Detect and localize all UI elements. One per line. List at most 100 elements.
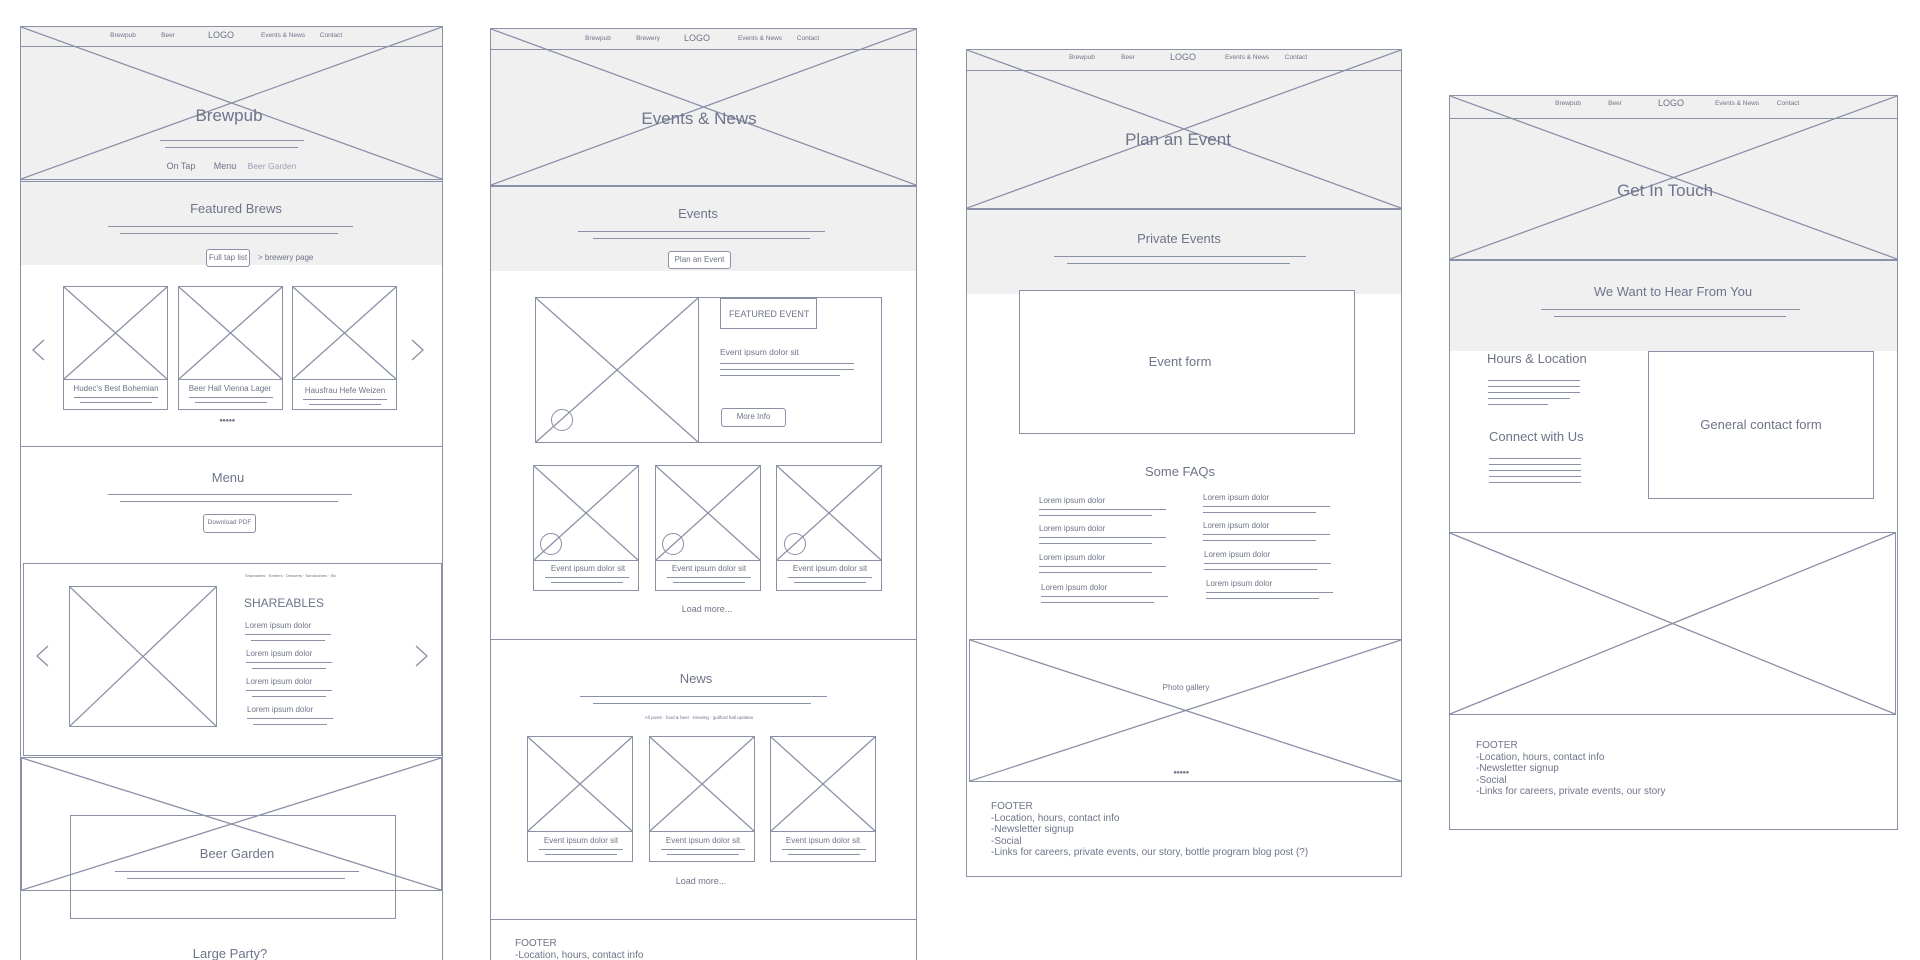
subnav-on-tap[interactable]: On Tap [166,161,196,171]
contact-hero-title: Get In Touch [1616,181,1714,200]
faq-question[interactable]: Lorem ipsum dolor [1203,493,1270,502]
event-badge-circle [662,533,684,555]
news-filter-links[interactable]: All posts · food & beer · brewing · guil… [644,715,754,720]
section-divider [20,446,443,447]
photo-gallery-label: Photo gallery [1162,683,1210,692]
brewpub-hero-bg [21,27,442,265]
nav-link-contact[interactable]: Contact [796,35,820,42]
nav-link-beer[interactable]: Beer [1608,100,1622,107]
menu-next-arrow[interactable] [414,644,430,668]
plan-hero-image-placeholder [966,49,1402,209]
contact-hero-image-placeholder [1449,95,1898,260]
nav-link-brewpub[interactable]: Brewpub [1555,100,1581,107]
event-card-title: Event ipsum dolor sit [671,564,747,573]
nav-link-brewery[interactable]: Brewery [636,35,660,42]
general-contact-form-placeholder[interactable] [1648,351,1874,499]
download-pdf-button[interactable]: Download PDF [203,514,256,533]
plan-hero-bg [967,50,1401,294]
news-image-placeholder [649,736,755,832]
nav-link-contact[interactable]: Contact [319,32,343,39]
nav-link-events-news[interactable]: Events & News [1224,54,1270,61]
carousel-prev-arrow[interactable] [30,338,46,362]
menu-item: Lorem ipsum dolor [246,677,313,686]
faq-question[interactable]: Lorem ipsum dolor [1039,553,1106,562]
brewpub-hero-title: Brewpub [195,106,263,125]
menu-title: Menu [211,470,245,485]
faq-question[interactable]: Lorem ipsum dolor [1203,521,1270,530]
faq-question[interactable]: Lorem ipsum dolor [1039,496,1106,505]
beer-garden-image-placeholder [21,757,442,891]
events-load-more[interactable]: Load more... [681,604,733,614]
faq-question[interactable]: Lorem ipsum dolor [1039,524,1106,533]
faq-question[interactable]: Lorem ipsum dolor [1206,579,1273,588]
general-contact-form-label: General contact form [1700,417,1822,432]
title-underline [120,233,338,234]
subnav-beer-garden[interactable]: Beer Garden [247,161,297,171]
event-form-placeholder[interactable] [1019,290,1355,434]
nav-link-events-news[interactable]: Events & News [737,35,783,42]
plan-an-event-button[interactable]: Plan an Event [668,251,731,269]
section-divider [20,181,443,182]
hero-subtitle-line [165,147,298,148]
news-card-title: Event ipsum dolor sit [785,836,861,845]
brew-image-placeholder [63,286,168,380]
event-card-title: Event ipsum dolor sit [792,564,868,573]
nav-link-events-news[interactable]: Events & News [1714,100,1760,107]
photo-gallery-placeholder[interactable] [969,639,1402,782]
news-title: News [679,671,713,686]
events-hero-bg [491,29,916,271]
featured-brews-title: Featured Brews [190,201,282,216]
news-image-placeholder [527,736,633,832]
beer-garden-title: Beer Garden [199,846,275,861]
carousel-dots[interactable]: ●●●●● [219,418,235,424]
menu-item: Lorem ipsum dolor [246,649,313,658]
menu-prev-arrow[interactable] [34,644,50,668]
faqs-title: Some FAQs [1144,464,1216,479]
nav-logo[interactable]: LOGO [683,33,711,43]
brewery-page-link[interactable]: > brewery page [258,253,314,262]
nav-link-beer[interactable]: Beer [161,32,175,39]
nav-logo[interactable]: LOGO [1657,98,1685,108]
brew-name: Beer Hall Vienna Lager [188,384,272,393]
plan-hero-title: Plan an Event [1125,130,1231,149]
events-footer-notes: FOOTER -Location, hours, contact info [515,938,644,960]
plan-footer-notes: FOOTER -Location, hours, contact info -N… [991,801,1309,858]
event-card-title: Event ipsum dolor sit [550,564,626,573]
nav-link-beer[interactable]: Beer [1121,54,1135,61]
faq-question[interactable]: Lorem ipsum dolor [1204,550,1271,559]
faq-question[interactable]: Lorem ipsum dolor [1041,583,1108,592]
brew-image-placeholder [178,286,283,380]
beer-garden-overlay-box [70,815,396,919]
nav-link-contact[interactable]: Contact [1776,100,1800,107]
nav-logo[interactable]: LOGO [207,30,235,40]
subnav-menu[interactable]: Menu [213,161,237,171]
nav-link-events-news[interactable]: Events & News [260,32,306,39]
gallery-dots[interactable]: ●●●●● [1173,770,1189,776]
contact-footer-notes: FOOTER -Location, hours, contact info -N… [1476,740,1666,797]
nav-link-brewpub[interactable]: Brewpub [110,32,136,39]
featured-event-text: Event ipsum dolor sit [720,347,799,357]
news-load-more[interactable]: Load more... [675,876,727,886]
contact-hero-bg [1450,96,1897,351]
events-hero-title: Events & News [641,109,757,128]
hear-from-you-title: We Want to Hear From You [1593,284,1753,299]
more-info-button[interactable]: More Info [721,408,786,427]
full-tap-list-button[interactable]: Full tap list [206,249,250,267]
menu-category-tabs[interactable]: Shareables · Entrees · Desserts · Sandwi… [245,573,337,578]
title-underline [108,226,353,227]
featured-event-label-box [720,298,817,329]
news-image-placeholder [770,736,876,832]
brewpub-hero-image-placeholder [20,26,443,180]
shareables-title: SHAREABLES [244,596,325,610]
menu-item: Lorem ipsum dolor [245,621,312,630]
brew-name: Hudec's Best Bohemian [73,384,159,393]
nav-logo[interactable]: LOGO [1169,52,1197,62]
brew-image-placeholder [292,286,397,380]
nav-link-contact[interactable]: Contact [1284,54,1308,61]
events-hero-image-placeholder [490,28,917,186]
contact-map-image-placeholder [1449,532,1896,715]
nav-link-brewpub[interactable]: Brewpub [585,35,611,42]
carousel-next-arrow[interactable] [410,338,426,362]
nav-link-brewpub[interactable]: Brewpub [1069,54,1095,61]
events-title: Events [678,206,718,221]
